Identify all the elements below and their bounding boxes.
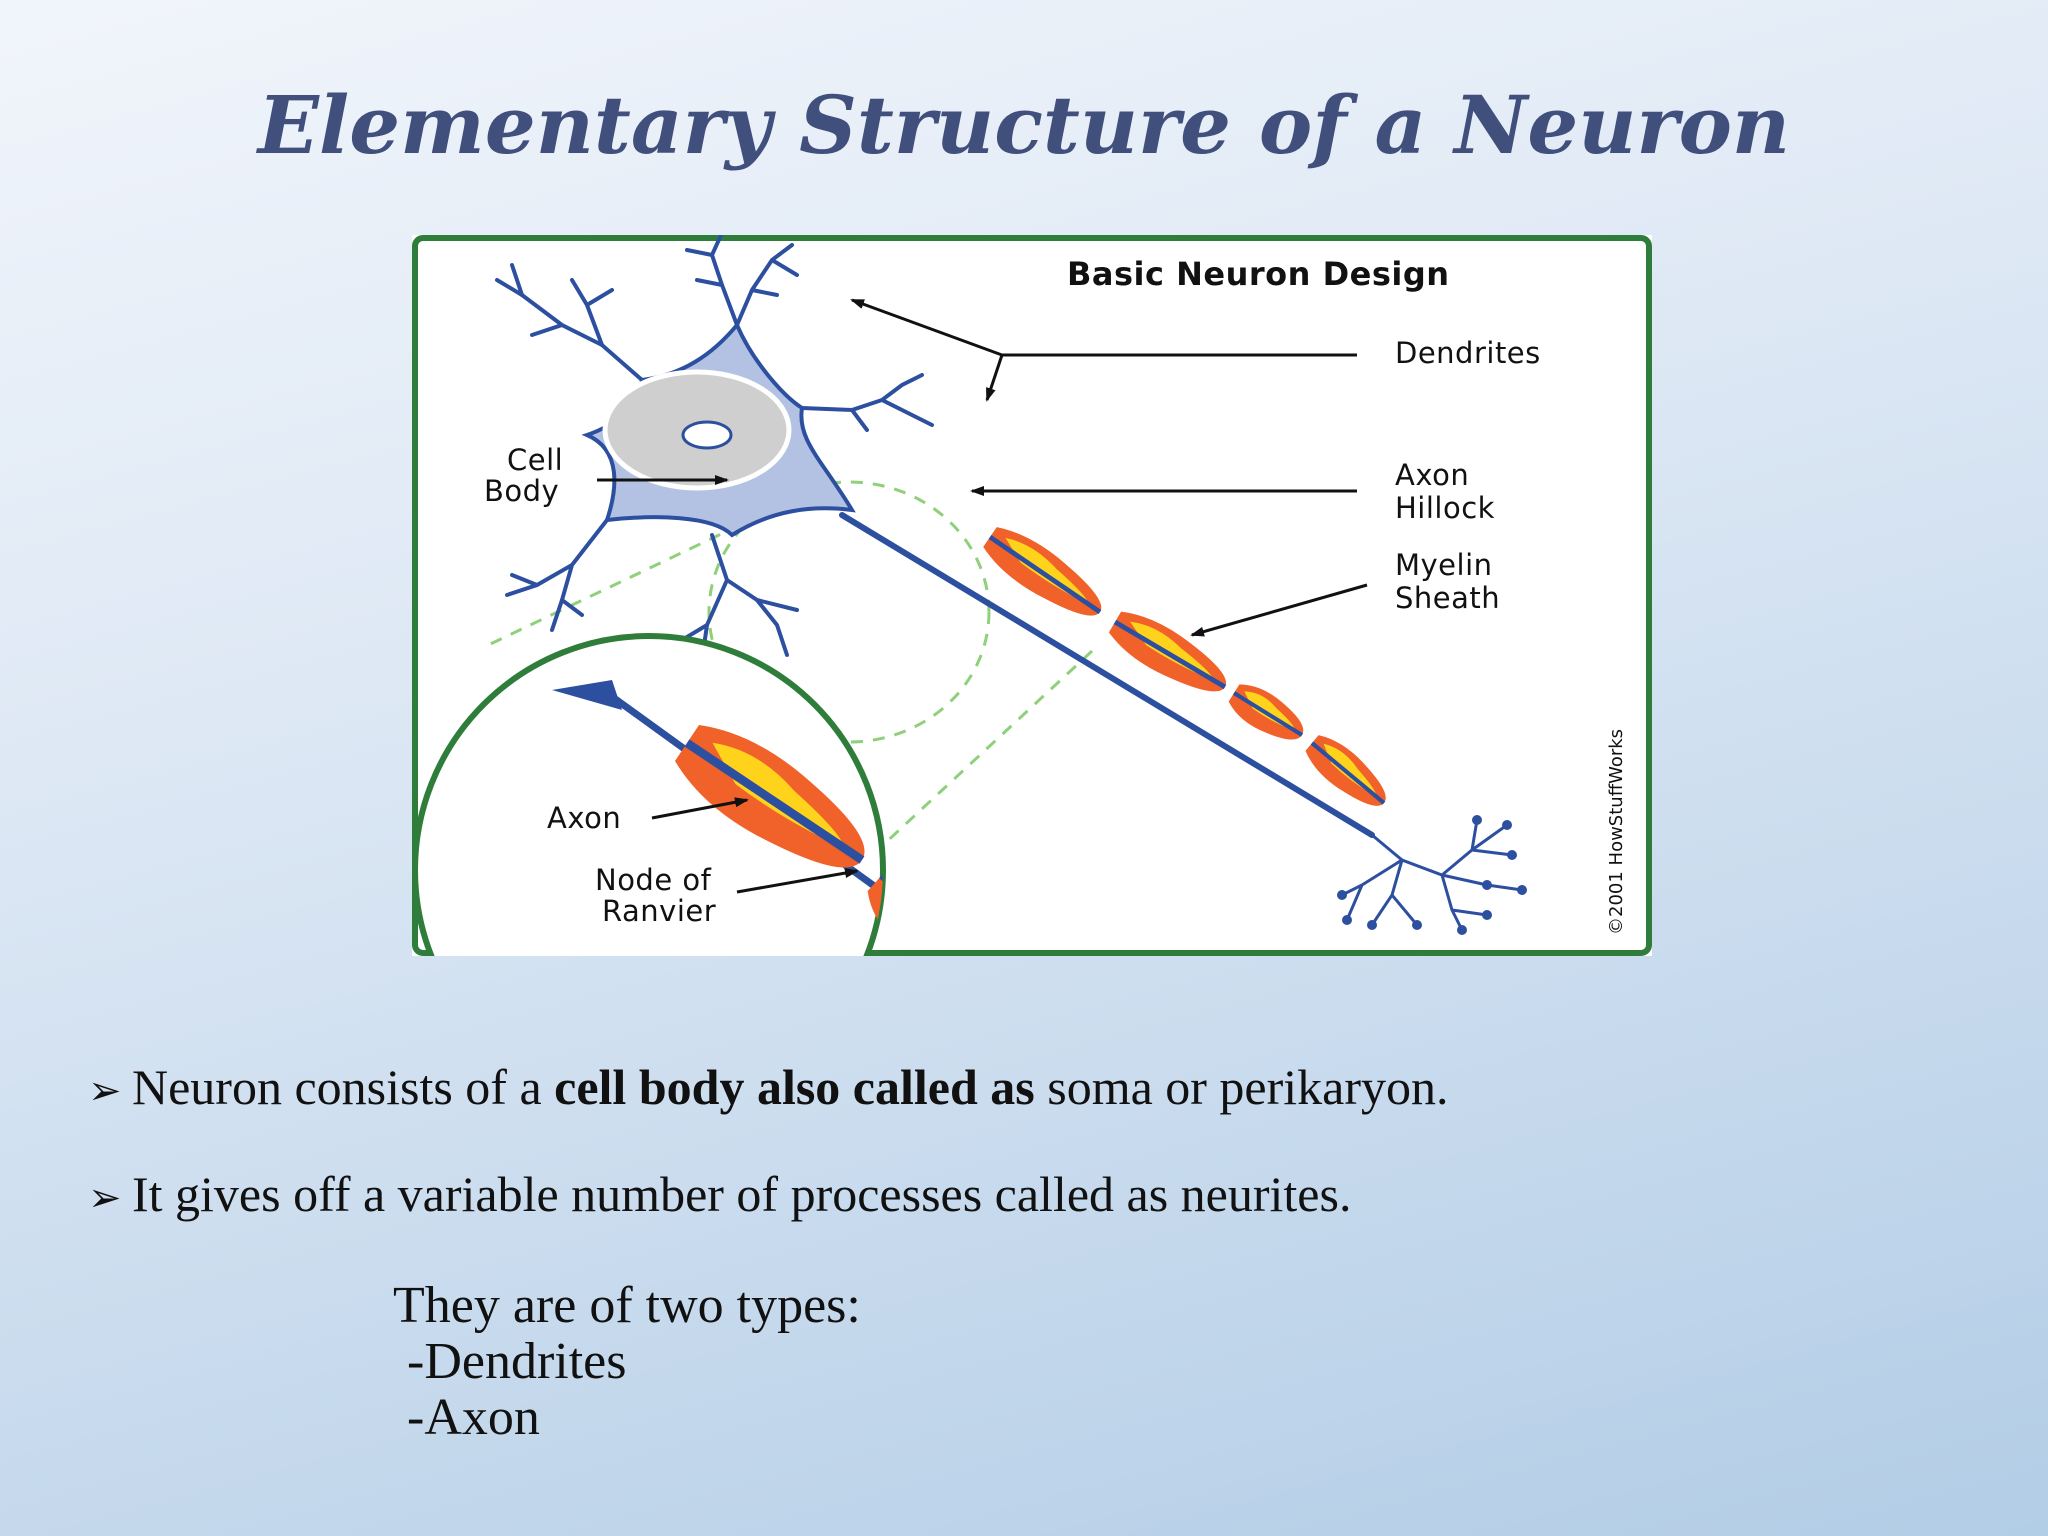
neurite-type-item: -Axon	[407, 1389, 540, 1446]
myelin-sheath-segments	[983, 527, 1386, 806]
zoom-circle	[412, 633, 886, 956]
neuron-diagram-svg: Basic Neuron Design Dendrites Cell Body …	[412, 235, 1652, 956]
zoomed-axon	[552, 680, 883, 956]
label-myelin-sheath-2: Sheath	[1395, 581, 1500, 615]
myelin-sheath-arrow	[1190, 583, 1368, 637]
dendrites	[495, 235, 934, 662]
neuron-diagram: Basic Neuron Design Dendrites Cell Body …	[412, 235, 1652, 956]
bullet-text: It gives off a variable number of proces…	[132, 1166, 1352, 1222]
bullet-item: ➢It gives off a variable number of proce…	[88, 1165, 1351, 1223]
dendrites-arrow-top	[850, 298, 1003, 357]
myelin-segment	[983, 527, 1102, 616]
myelin-segment	[1108, 611, 1227, 692]
diagram-title: Basic Neuron Design	[1067, 255, 1450, 293]
copyright-notice: ©2001 HowStuffWorks	[1606, 729, 1627, 935]
myelin-segment	[1305, 735, 1386, 806]
terminal-button	[1482, 910, 1492, 920]
label-cell-body-2: Body	[484, 474, 559, 508]
axon-arrow	[651, 797, 749, 820]
terminal-button	[1517, 885, 1527, 895]
zoomed-myelin-segment	[674, 725, 865, 868]
bullet-arrow-icon: ➢	[88, 1068, 122, 1114]
slide-title: Elementary Structure of a Neuron	[257, 78, 1791, 172]
label-axon: Axon	[547, 801, 621, 835]
label-cell-body-1: Cell	[507, 443, 563, 477]
terminal-button	[1482, 880, 1492, 890]
terminal-button	[1412, 920, 1422, 930]
bullet-arrow-icon: ➢	[88, 1175, 122, 1221]
axon-fiber	[839, 512, 1375, 838]
neurite-type-item: -Dendrites	[407, 1333, 627, 1390]
terminal-button	[1472, 815, 1482, 825]
neurite-types-intro: They are of two types:	[393, 1277, 861, 1334]
terminal-button	[1342, 915, 1352, 925]
terminal-button	[1507, 850, 1517, 860]
label-node-of-ranvier-2: Ranvier	[602, 894, 716, 928]
terminal-button	[1337, 890, 1347, 900]
bullet-text: soma or perikaryon.	[1034, 1059, 1449, 1115]
bullet-text: Neuron consists of a	[132, 1059, 555, 1115]
neurite-types: They are of two types: -Dendrites -Axon	[393, 1278, 861, 1446]
label-node-of-ranvier-1: Node of	[595, 863, 712, 897]
myelin-segment	[1228, 684, 1304, 740]
label-axon-hillock-1: Axon	[1395, 458, 1469, 492]
dendrites-arrow-bottom	[985, 354, 1004, 402]
terminal-button	[1457, 925, 1467, 935]
label-dendrites: Dendrites	[1395, 336, 1541, 370]
nucleolus	[681, 420, 733, 450]
zoomed-axon-hillock	[552, 680, 622, 710]
node-of-ranvier-arrow	[736, 868, 859, 894]
label-axon-hillock-2: Hillock	[1395, 491, 1495, 525]
bullet-text-bold: cell body also called as	[554, 1059, 1035, 1115]
terminal-button	[1502, 820, 1512, 830]
label-myelin-sheath-1: Myelin	[1395, 548, 1493, 582]
label-arrows	[597, 298, 1368, 894]
bullet-item: ➢Neuron consists of a cell body also cal…	[88, 1058, 1449, 1116]
axon-terminal-buttons	[1337, 815, 1527, 935]
terminal-button	[1367, 920, 1377, 930]
zoomed-myelin	[674, 725, 883, 956]
